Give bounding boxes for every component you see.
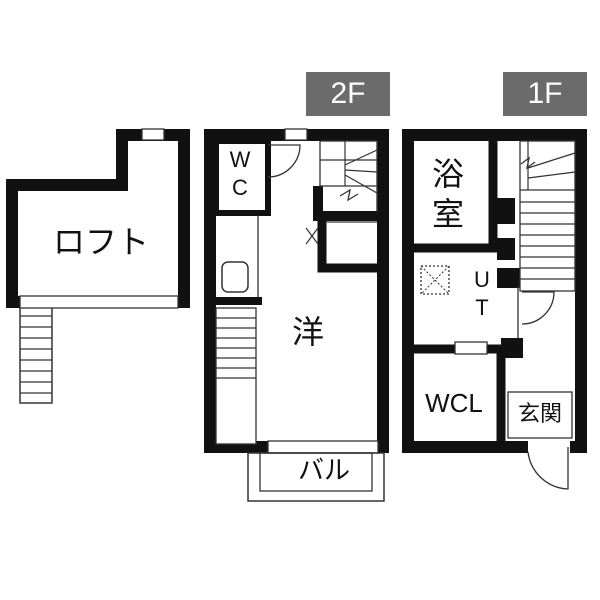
room-label-utility: U T: [474, 267, 490, 320]
stair-down-2f: [215, 307, 257, 445]
closet-door-2f: [305, 227, 319, 245]
entrance-box: [507, 391, 573, 439]
stair-up-1f-treads: [520, 141, 576, 280]
stair-break-1f: [520, 156, 536, 170]
washer-pan: [420, 265, 450, 295]
closet-wall-2f: [317, 218, 377, 273]
floor-tag-1f: 1F: [503, 72, 587, 116]
bath-wall: [414, 141, 498, 253]
room-label-wcl: WCL: [425, 388, 483, 418]
room-label-wc: W C: [229, 147, 251, 200]
stair-up-1f: [519, 140, 576, 292]
washer-cross-1: [420, 265, 450, 295]
stair-treads-2f: [320, 141, 378, 194]
floor-tag-2f: 2F: [306, 72, 390, 116]
room-label-bath: 浴 室: [431, 155, 464, 233]
wc-window: [284, 128, 308, 141]
loft-wall: [6, 129, 190, 308]
room-label-balcony: バル: [297, 456, 350, 486]
balcony-sash: [267, 440, 379, 454]
divider-pillar-3: [497, 268, 521, 288]
room-label-loft: ロフト: [52, 223, 149, 261]
divider-pillar-2: [497, 238, 515, 260]
washer-cross-2: [420, 265, 450, 295]
room-label-western: 洋: [291, 313, 324, 351]
wcl-pillar: [501, 338, 523, 358]
stair-wall-2f: [313, 186, 377, 221]
loft-opening: [19, 295, 179, 309]
wc-door-swing: [267, 144, 301, 178]
utility-door-swing: [521, 291, 555, 325]
first-floor: [402, 129, 587, 490]
balcony-inner: [259, 452, 373, 492]
wcl-opening: [454, 341, 488, 355]
stair-down-2f-treads: [216, 317, 256, 379]
stair-break-2f: [339, 188, 359, 202]
entrance-door-gap: [528, 441, 570, 453]
second-floor: [204, 128, 389, 502]
loft-area: [6, 128, 190, 404]
kitchen-sink: [221, 261, 249, 293]
divider-pillar-1: [497, 198, 515, 224]
room-label-entrance: 玄関: [517, 402, 562, 427]
loft-window: [141, 128, 165, 141]
first-floor-outer-wall: [402, 129, 587, 453]
loft-stairs-treads: [20, 315, 52, 394]
entrance-door-swing: [527, 447, 569, 490]
loft-stairs-box: [19, 304, 53, 404]
